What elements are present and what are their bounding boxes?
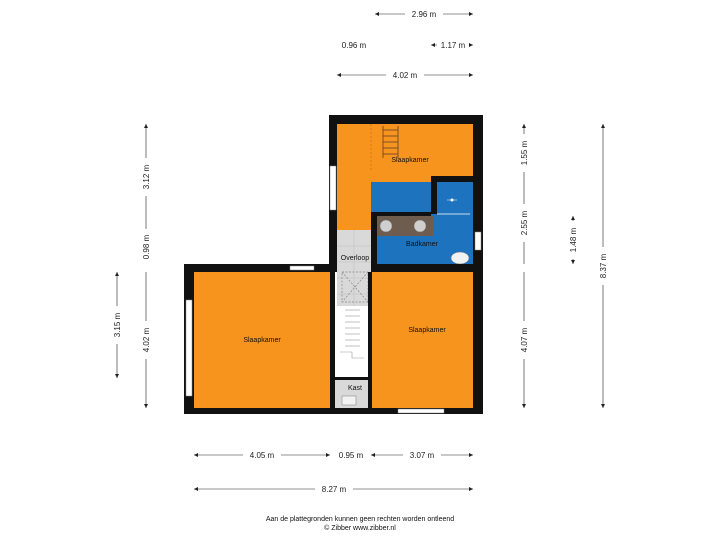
label-kast: Kast [348, 385, 362, 392]
toilet [450, 251, 470, 265]
staircase [340, 309, 364, 359]
dim-left-outer: 3.15 m [113, 312, 122, 337]
window-top-left-wall [329, 165, 337, 211]
dim-right-inner: 1.48 m [569, 227, 578, 252]
label-slaapkamer-top: Slaapkamer [391, 157, 429, 164]
dim-top-right-segment: 1.17 m [441, 41, 466, 50]
window-left-wall [185, 299, 193, 397]
dim-bottom-right: 3.07 m [410, 451, 435, 460]
kast-basin [341, 395, 357, 406]
dim-bottom-left: 4.05 m [250, 451, 275, 460]
dim-left-top: 3.12 m [142, 164, 151, 189]
label-slaapkamer-left: Slaapkamer [243, 337, 281, 344]
dim-right-top: 1.55 m [520, 140, 529, 165]
room-stairwell [334, 306, 371, 380]
room-slaapkamer-left [194, 272, 330, 408]
dim-top-width: 4.02 m [393, 71, 418, 80]
label-slaapkamer-right: Slaapkamer [408, 327, 446, 334]
window-right-wall [474, 231, 482, 251]
label-overloop: Overloop [341, 255, 370, 262]
dim-left-bottom: 4.02 m [142, 327, 151, 352]
footer-disclaimer: Aan de plattegronden kunnen geen rechten… [265, 516, 455, 523]
dim-right-total: 8.37 m [599, 253, 608, 278]
dim-top-overall: 2.96 m [412, 10, 437, 19]
window-bottom-right [397, 408, 445, 414]
dim-bottom-middle: 0.95 m [339, 451, 364, 460]
dimension-labels-vertical: 3.12 m 0.98 m 4.02 m 3.15 m 1.55 m 2.55 … [112, 134, 608, 359]
dimension-labels: 2.96 m 0.96 m 1.17 m 4.02 m 4.05 m 0.95 … [243, 9, 469, 494]
attic-hatch [341, 271, 369, 303]
hallway-tiles [337, 230, 371, 306]
bathroom-fixtures [375, 198, 470, 265]
dim-right-middle: 2.55 m [520, 210, 529, 235]
label-badkamer: Badkamer [406, 241, 439, 248]
ladder [382, 126, 399, 158]
dim-left-middle: 0.98 m [142, 234, 151, 259]
room-slaapkamer-right [371, 272, 473, 408]
washbasin-left [379, 219, 393, 233]
dim-right-bottom: 4.07 m [520, 327, 529, 352]
washbasin-right [413, 219, 427, 233]
windows [185, 165, 482, 414]
dim-bottom-total: 8.27 m [322, 485, 347, 494]
window-left-top [289, 265, 315, 271]
dim-top-left-segment: 0.96 m [342, 41, 367, 50]
footer-copyright: © Zibber www.zibber.nl [324, 525, 396, 532]
